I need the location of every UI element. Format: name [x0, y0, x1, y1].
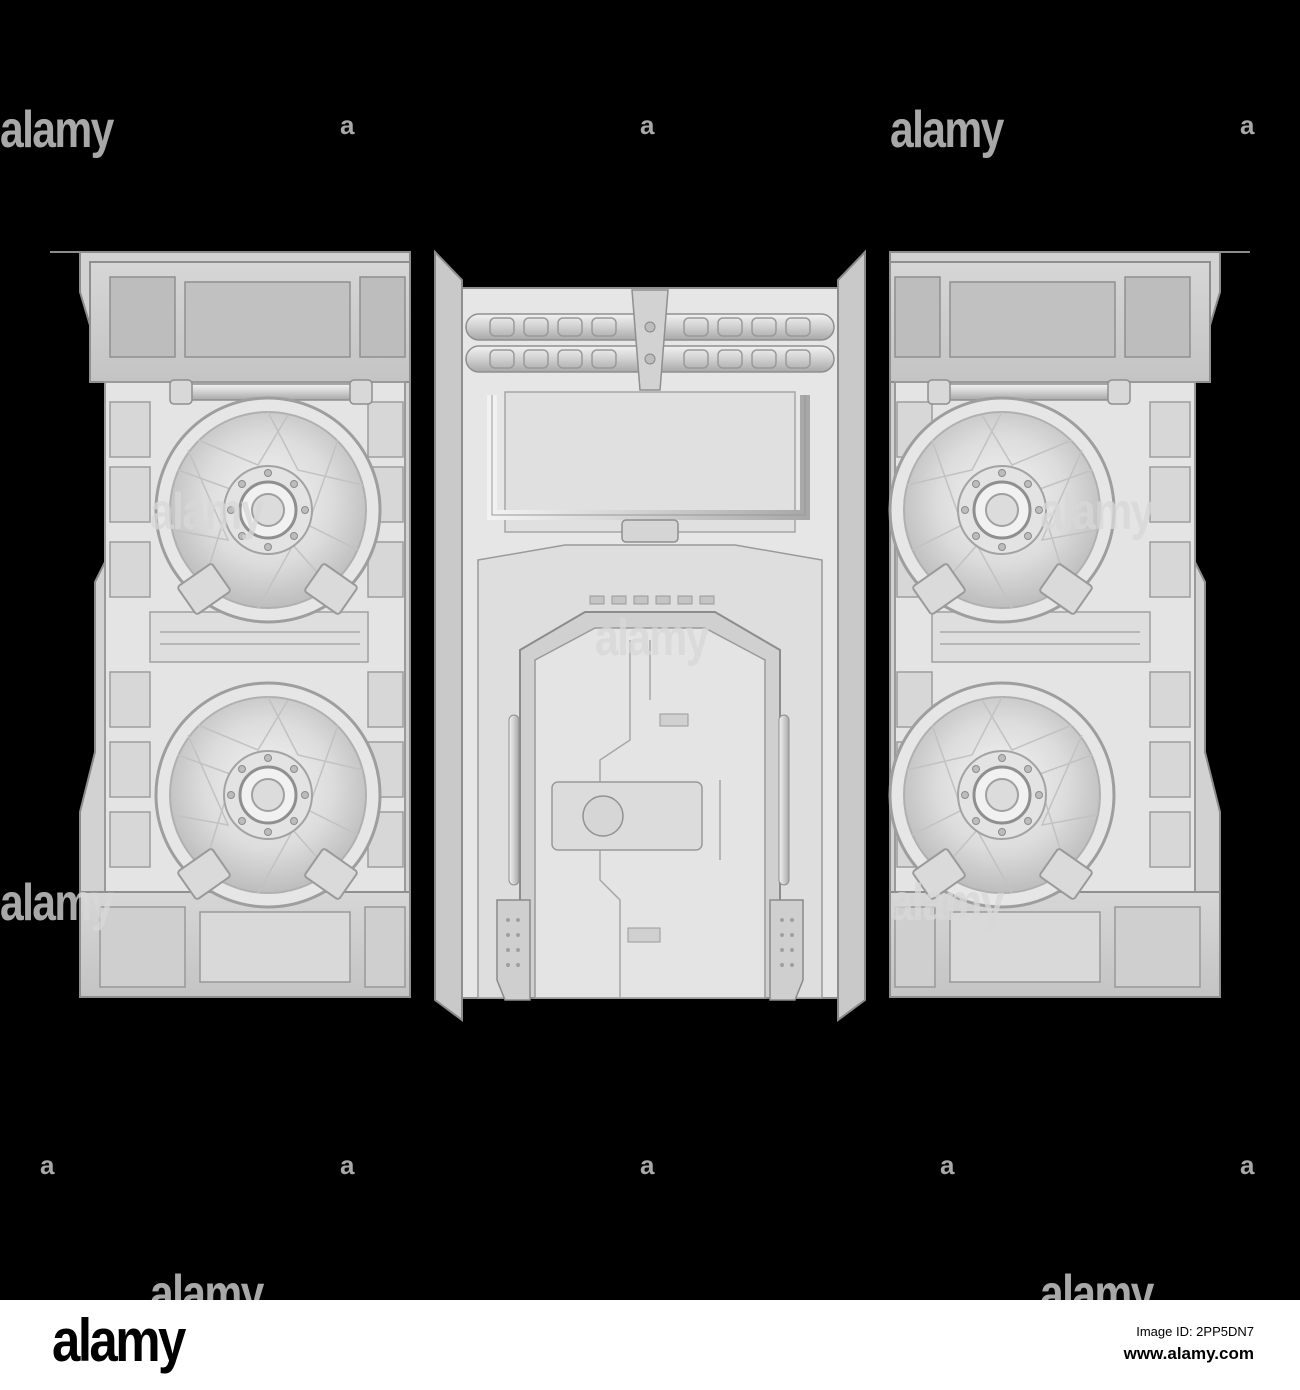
watermark-logo: alamy — [595, 609, 709, 667]
watermark-logo: alamy — [0, 874, 114, 932]
watermark-badge: a — [1240, 110, 1255, 140]
footer-bar — [0, 1300, 1300, 1390]
watermark-badge: a — [640, 1150, 655, 1180]
watermark-badge: a — [40, 1150, 55, 1180]
watermark-logo: alamy — [890, 101, 1004, 159]
watermark-badge: a — [340, 110, 355, 140]
watermark-badge: a — [940, 1150, 955, 1180]
sci-fi-wall-illustration — [49, 249, 1251, 1022]
divider-fin — [434, 249, 866, 1022]
image-id-label: Image ID: 2PP5DN7 — [1136, 1324, 1254, 1339]
watermark-badge: a — [1240, 1150, 1255, 1180]
watermark-logo: alamy — [1040, 483, 1154, 541]
vent-fan-icon — [154, 681, 382, 909]
sliding-door — [496, 627, 804, 1001]
watermark-logo: alamy — [890, 874, 1004, 932]
site-url: www.alamy.com — [1123, 1344, 1254, 1363]
watermark-badge: a — [340, 1150, 355, 1180]
footer-logo: alamy — [52, 1307, 186, 1374]
watermark-logo: alamy — [150, 483, 264, 541]
central-door-module — [461, 287, 839, 1001]
watermark-badge: a — [640, 110, 655, 140]
pipe-icon — [465, 289, 835, 391]
watermark-logo: alamy — [0, 101, 114, 159]
